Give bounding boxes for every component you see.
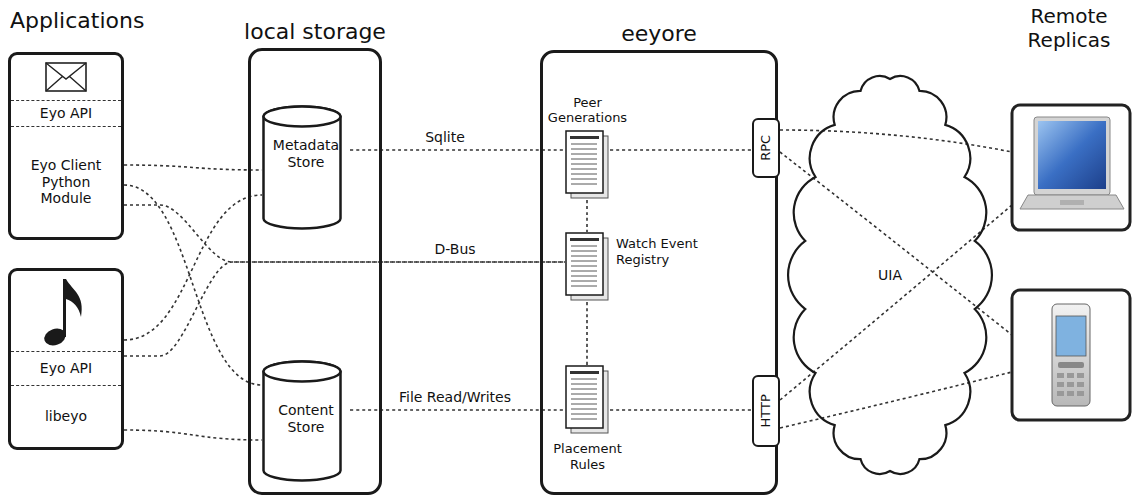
network-label: UIA — [874, 266, 906, 285]
connector-label: File Read/Writes — [396, 389, 514, 406]
storage-cylinder: Metadata Store — [262, 105, 350, 230]
component-container: Metadata StoreContent Storelocal storage — [248, 48, 382, 495]
api-section: Eyo API — [11, 351, 121, 385]
app-icon-drawing — [11, 271, 121, 351]
dotted-connector — [124, 165, 262, 170]
section-heading: Remote Replicas — [1006, 4, 1132, 52]
column-heading: eeyore — [621, 21, 697, 47]
module-label: libeyo — [45, 408, 87, 425]
network-cloud: UIA — [790, 65, 990, 485]
module-label: Eyo Client Python Module — [15, 157, 117, 207]
dotted-connector — [350, 409, 565, 411]
document-outline — [565, 232, 610, 302]
application-box: Eyo API libeyo — [8, 268, 124, 450]
dotted-connector — [586, 200, 588, 232]
section-heading: Applications — [10, 8, 170, 34]
component-container: Peer GenerationsWatch Event RegistryPlac… — [540, 50, 778, 495]
store-label: Content Store — [262, 402, 350, 436]
dotted-connector — [610, 149, 752, 151]
dotted-connector — [610, 409, 752, 411]
phone-replica — [1012, 290, 1130, 420]
dotted-connector — [124, 195, 262, 340]
dotted-connector — [586, 302, 588, 365]
module-label: Eyo API — [40, 105, 92, 122]
port-label: RPC — [758, 135, 774, 161]
dotted-connector — [350, 149, 565, 151]
storage-cylinder: Content Store — [262, 360, 350, 482]
document-label: Watch Event Registry — [616, 236, 700, 267]
dotted-connector — [124, 430, 262, 440]
api-section: Eyo API — [11, 100, 121, 126]
connector-label: D-Bus — [431, 241, 478, 258]
column-heading: local storage — [244, 19, 386, 45]
dotted-connector — [124, 262, 565, 356]
dotted-connector — [124, 185, 262, 385]
connector-label: Sqlite — [422, 129, 468, 146]
store-label: Metadata Store — [262, 137, 350, 171]
module-label: Eyo API — [40, 360, 92, 377]
app-icon — [11, 271, 121, 351]
dotted-connector — [124, 205, 565, 262]
document-icon: Placement Rules — [565, 365, 610, 435]
document-label: Peer Generations — [542, 95, 634, 126]
laptop-replica — [1012, 105, 1130, 230]
app-icon-drawing — [11, 55, 121, 100]
document-icon: Peer Generations — [565, 130, 610, 200]
application-box: Eyo API Eyo Client Python Module — [8, 52, 124, 240]
port-label: HTTP — [758, 394, 774, 427]
app-icon — [11, 55, 121, 100]
port-box: HTTP — [752, 375, 780, 447]
api-section: Eyo Client Python Module — [11, 126, 121, 237]
document-outline — [565, 130, 610, 200]
port-box: RPC — [752, 118, 780, 178]
document-icon: Watch Event Registry — [565, 232, 610, 302]
document-outline — [565, 365, 610, 435]
api-section: libeyo — [11, 385, 121, 447]
document-label: Placement Rules — [542, 441, 634, 472]
